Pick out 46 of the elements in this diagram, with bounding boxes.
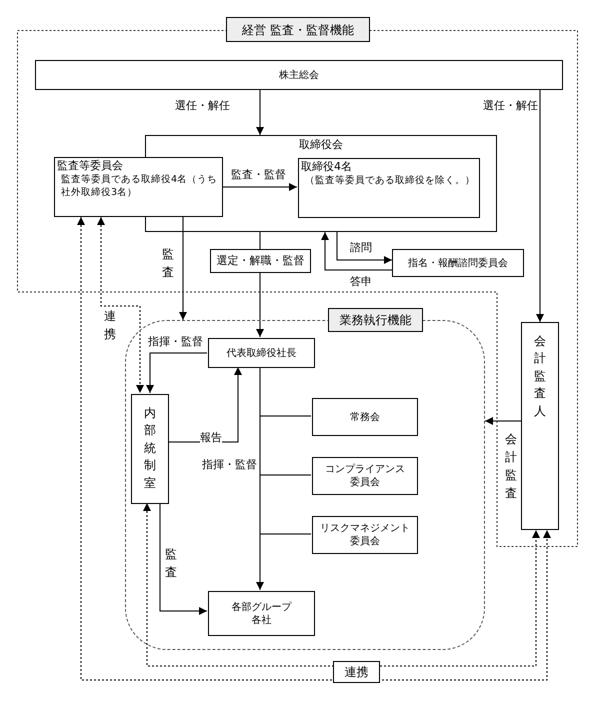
process-box bbox=[298, 158, 480, 218]
process-box bbox=[208, 591, 315, 636]
process-box bbox=[208, 338, 315, 368]
process-box bbox=[312, 457, 418, 495]
connector-arrow bbox=[536, 90, 544, 322]
connector-arrow bbox=[146, 352, 208, 394]
connector-arrow bbox=[256, 90, 264, 136]
body-text: （監査等委員である取締役を除く。） bbox=[304, 174, 476, 188]
box-text: 常務会 bbox=[350, 410, 380, 424]
box-text: 各部グループ各社 bbox=[230, 600, 292, 626]
connector-arrow bbox=[222, 183, 298, 191]
connector-arrow bbox=[179, 216, 187, 320]
process-box bbox=[521, 322, 559, 530]
heading-text: 取締役会 bbox=[299, 137, 343, 153]
dotted-connector bbox=[143, 502, 540, 666]
edge-label: 監査 bbox=[165, 546, 177, 581]
vertical-text: 会計監査人 bbox=[534, 333, 546, 420]
edge-label: 連携 bbox=[104, 308, 116, 343]
process-box bbox=[35, 60, 563, 90]
dotted-connector bbox=[77, 216, 551, 680]
connector-arrow bbox=[321, 232, 392, 270]
box-text: 株主総会 bbox=[279, 68, 319, 82]
box-text: 指名・報酬諮問委員会 bbox=[408, 256, 508, 270]
box-text: リスクマネジメント委員会 bbox=[319, 522, 411, 548]
box-text: 代表取締役社長 bbox=[226, 346, 296, 360]
region-title: 業務執行機能 bbox=[328, 308, 423, 332]
vertical-text: 内部統制室 bbox=[144, 405, 156, 492]
process-box bbox=[312, 516, 418, 554]
process-box bbox=[131, 394, 169, 504]
connector-arrow bbox=[168, 366, 242, 442]
heading-text: 取締役4名 bbox=[301, 160, 353, 175]
dotted-connector bbox=[97, 216, 144, 394]
edge-label: 会計監査 bbox=[505, 431, 517, 502]
process-box bbox=[312, 398, 418, 436]
body-text: 監査等委員である取締役4名（うち社外取締役3名） bbox=[60, 174, 218, 200]
process-box bbox=[392, 249, 524, 277]
heading-text: 監査等委員会 bbox=[57, 159, 124, 174]
connector-arrow bbox=[160, 502, 208, 615]
connector-arrow bbox=[484, 417, 522, 425]
edge-label: 選定・解職・監督 bbox=[210, 249, 311, 273]
box-text: コンプライアンス委員会 bbox=[324, 463, 406, 489]
edge-label: 連携 bbox=[333, 661, 380, 683]
edge-label: 監査 bbox=[162, 246, 174, 281]
region-title: 経営 監査・監督機能 bbox=[226, 17, 370, 42]
connector-arrow bbox=[336, 232, 392, 264]
process-box bbox=[54, 157, 223, 217]
